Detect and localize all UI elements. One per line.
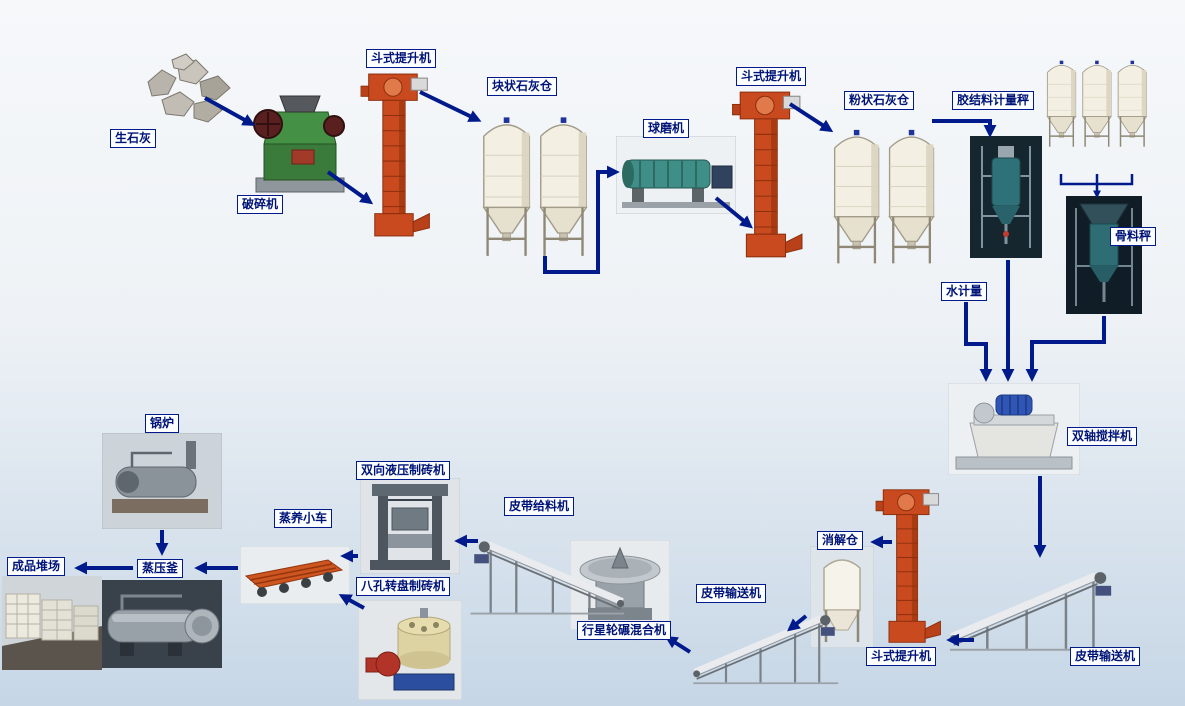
label-planetary-wheel-mixer: 行星轮碾混合机 — [577, 621, 672, 640]
steam-curing-trolley-image — [240, 546, 350, 604]
label-bucket-elevator-3: 斗式提升机 — [866, 647, 937, 666]
label-double-shaft-mixer: 双轴搅拌机 — [1067, 427, 1138, 446]
hydraulic-brick-machine-image — [360, 478, 460, 574]
lump-lime-silos-image — [482, 117, 588, 258]
label-belt-feeder: 皮带给料机 — [504, 497, 575, 516]
belt-feeder-image — [466, 526, 626, 618]
autoclave-image — [102, 580, 222, 668]
bucket-elevator-1-image — [360, 73, 430, 237]
label-crusher: 破碎机 — [237, 195, 284, 214]
aggregate-scale-image — [1066, 196, 1142, 314]
double-shaft-mixer-image — [948, 383, 1080, 475]
label-quicklime: 生石灰 — [110, 129, 157, 148]
label-rotary-brick-machine: 八孔转盘制砖机 — [356, 577, 451, 596]
label-hydraulic-brick-machine: 双向液压制砖机 — [356, 461, 451, 480]
label-belt-conveyor-right: 皮带输送机 — [1070, 647, 1141, 666]
bucket-elevator-2-image — [731, 91, 803, 258]
boiler-image — [102, 433, 222, 529]
label-bucket-elevator-1: 斗式提升机 — [366, 49, 437, 68]
ball-mill-image — [616, 136, 736, 214]
belt-conveyor-right-image — [948, 556, 1120, 654]
binder-metering-scale-image — [970, 136, 1042, 258]
label-water-metering: 水计量 — [941, 282, 988, 301]
label-aggregate-scale: 骨料秤 — [1110, 227, 1157, 246]
product-yard-image — [2, 576, 102, 670]
label-boiler: 锅炉 — [145, 414, 180, 433]
belt-conveyor-mid-image — [680, 603, 854, 685]
label-digestion-silo: 消解仓 — [817, 531, 864, 550]
jaw-crusher-image — [253, 95, 345, 193]
rotary-brick-machine-image — [358, 600, 462, 700]
powder-lime-silos-image — [833, 129, 935, 265]
label-product-yard: 成品堆场 — [7, 557, 66, 576]
quicklime-rocks-image — [147, 53, 231, 123]
label-belt-conveyor-mid: 皮带输送机 — [696, 584, 767, 603]
label-lump-lime-silo: 块状石灰仓 — [487, 77, 558, 96]
bucket-elevator-3-image — [875, 489, 941, 643]
aggregate-silos-image — [1046, 60, 1148, 148]
label-binder-metering-scale: 胶结料计量秤 — [952, 91, 1035, 110]
label-bucket-elevator-2: 斗式提升机 — [736, 67, 807, 86]
label-powder-lime-silo: 粉状石灰仓 — [844, 91, 915, 110]
label-steam-curing-trolley: 蒸养小车 — [274, 509, 333, 528]
label-autoclave: 蒸压釜 — [137, 559, 184, 578]
label-ball-mill: 球磨机 — [643, 119, 690, 138]
digestion-silo-image — [810, 546, 874, 648]
